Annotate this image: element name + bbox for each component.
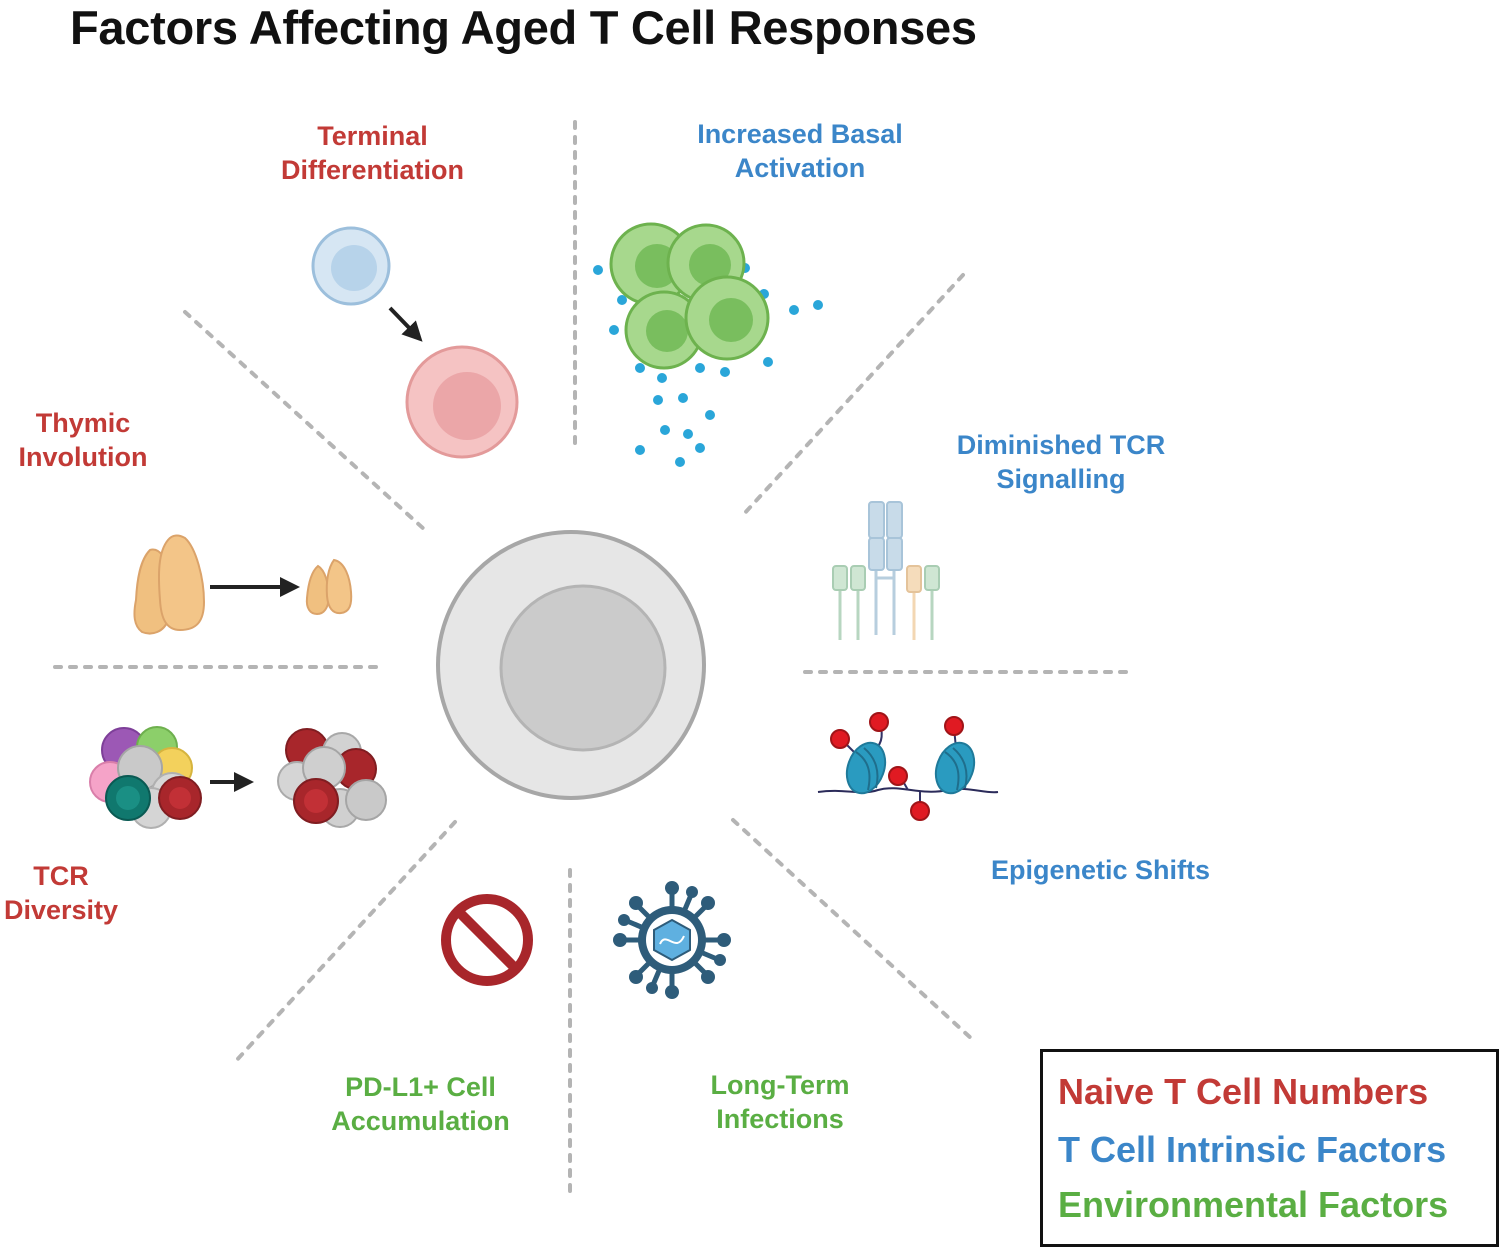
legend-intrinsic: T Cell Intrinsic Factors [1058,1129,1447,1170]
legend-box: Naive T Cell Numbers T Cell Intrinsic Fa… [1040,1049,1499,1247]
label-pdl1-accumulation: PD-L1+ Cell Accumulation [318,1070,523,1138]
thymus-icon [133,534,353,635]
label-epigenetic-shifts: Epigenetic Shifts [978,853,1223,887]
separator-bottom-right [731,818,975,1042]
label-line: Accumulation [331,1106,510,1136]
label-line: Diversity [3,895,119,925]
label-line: PD-L1+ Cell [345,1072,496,1102]
separator-lines [53,120,1132,1197]
tcr-diversity-icon [89,726,387,829]
terminal-differentiation-icon [311,226,519,459]
separator-top-right [741,273,965,517]
separator-top-left [183,310,427,532]
label-line: Involution [18,442,148,472]
label-line: Signalling [996,464,1126,494]
tcr-receptor-icon [832,501,940,640]
label-thymic-involution: Thymic Involution [10,406,156,474]
basal-activation-icon [593,222,823,467]
legend-naive: Naive T Cell Numbers [1058,1071,1429,1112]
separator-bottom-left [233,820,457,1064]
label-increased-basal-activation: Increased Basal Activation [680,117,920,185]
label-long-term-infections: Long-Term Infections [695,1068,865,1136]
page-title: Factors Affecting Aged T Cell Responses [70,1,977,54]
label-line: Activation [734,153,866,183]
label-line: Increased Basal [697,119,903,149]
label-line: Diminished TCR [956,430,1166,460]
virus-icon [613,881,731,999]
label-line: Infections [716,1104,844,1134]
label-tcr-diversity: TCR Diversity [0,859,122,927]
central-t-cell [436,530,706,800]
label-line: Differentiation [280,155,464,185]
prohibition-icon [441,894,533,986]
label-line: Terminal [317,121,428,151]
label-line: TCR [33,861,89,891]
label-line: Long-Term [710,1070,850,1100]
label-diminished-tcr-signalling: Diminished TCR Signalling [945,428,1177,496]
epigenetic-icon [817,712,999,821]
legend-environmental: Environmental Factors [1058,1184,1449,1225]
label-terminal-differentiation: Terminal Differentiation [270,119,475,187]
label-line: Epigenetic Shifts [990,855,1211,885]
label-line: Thymic [35,408,131,438]
